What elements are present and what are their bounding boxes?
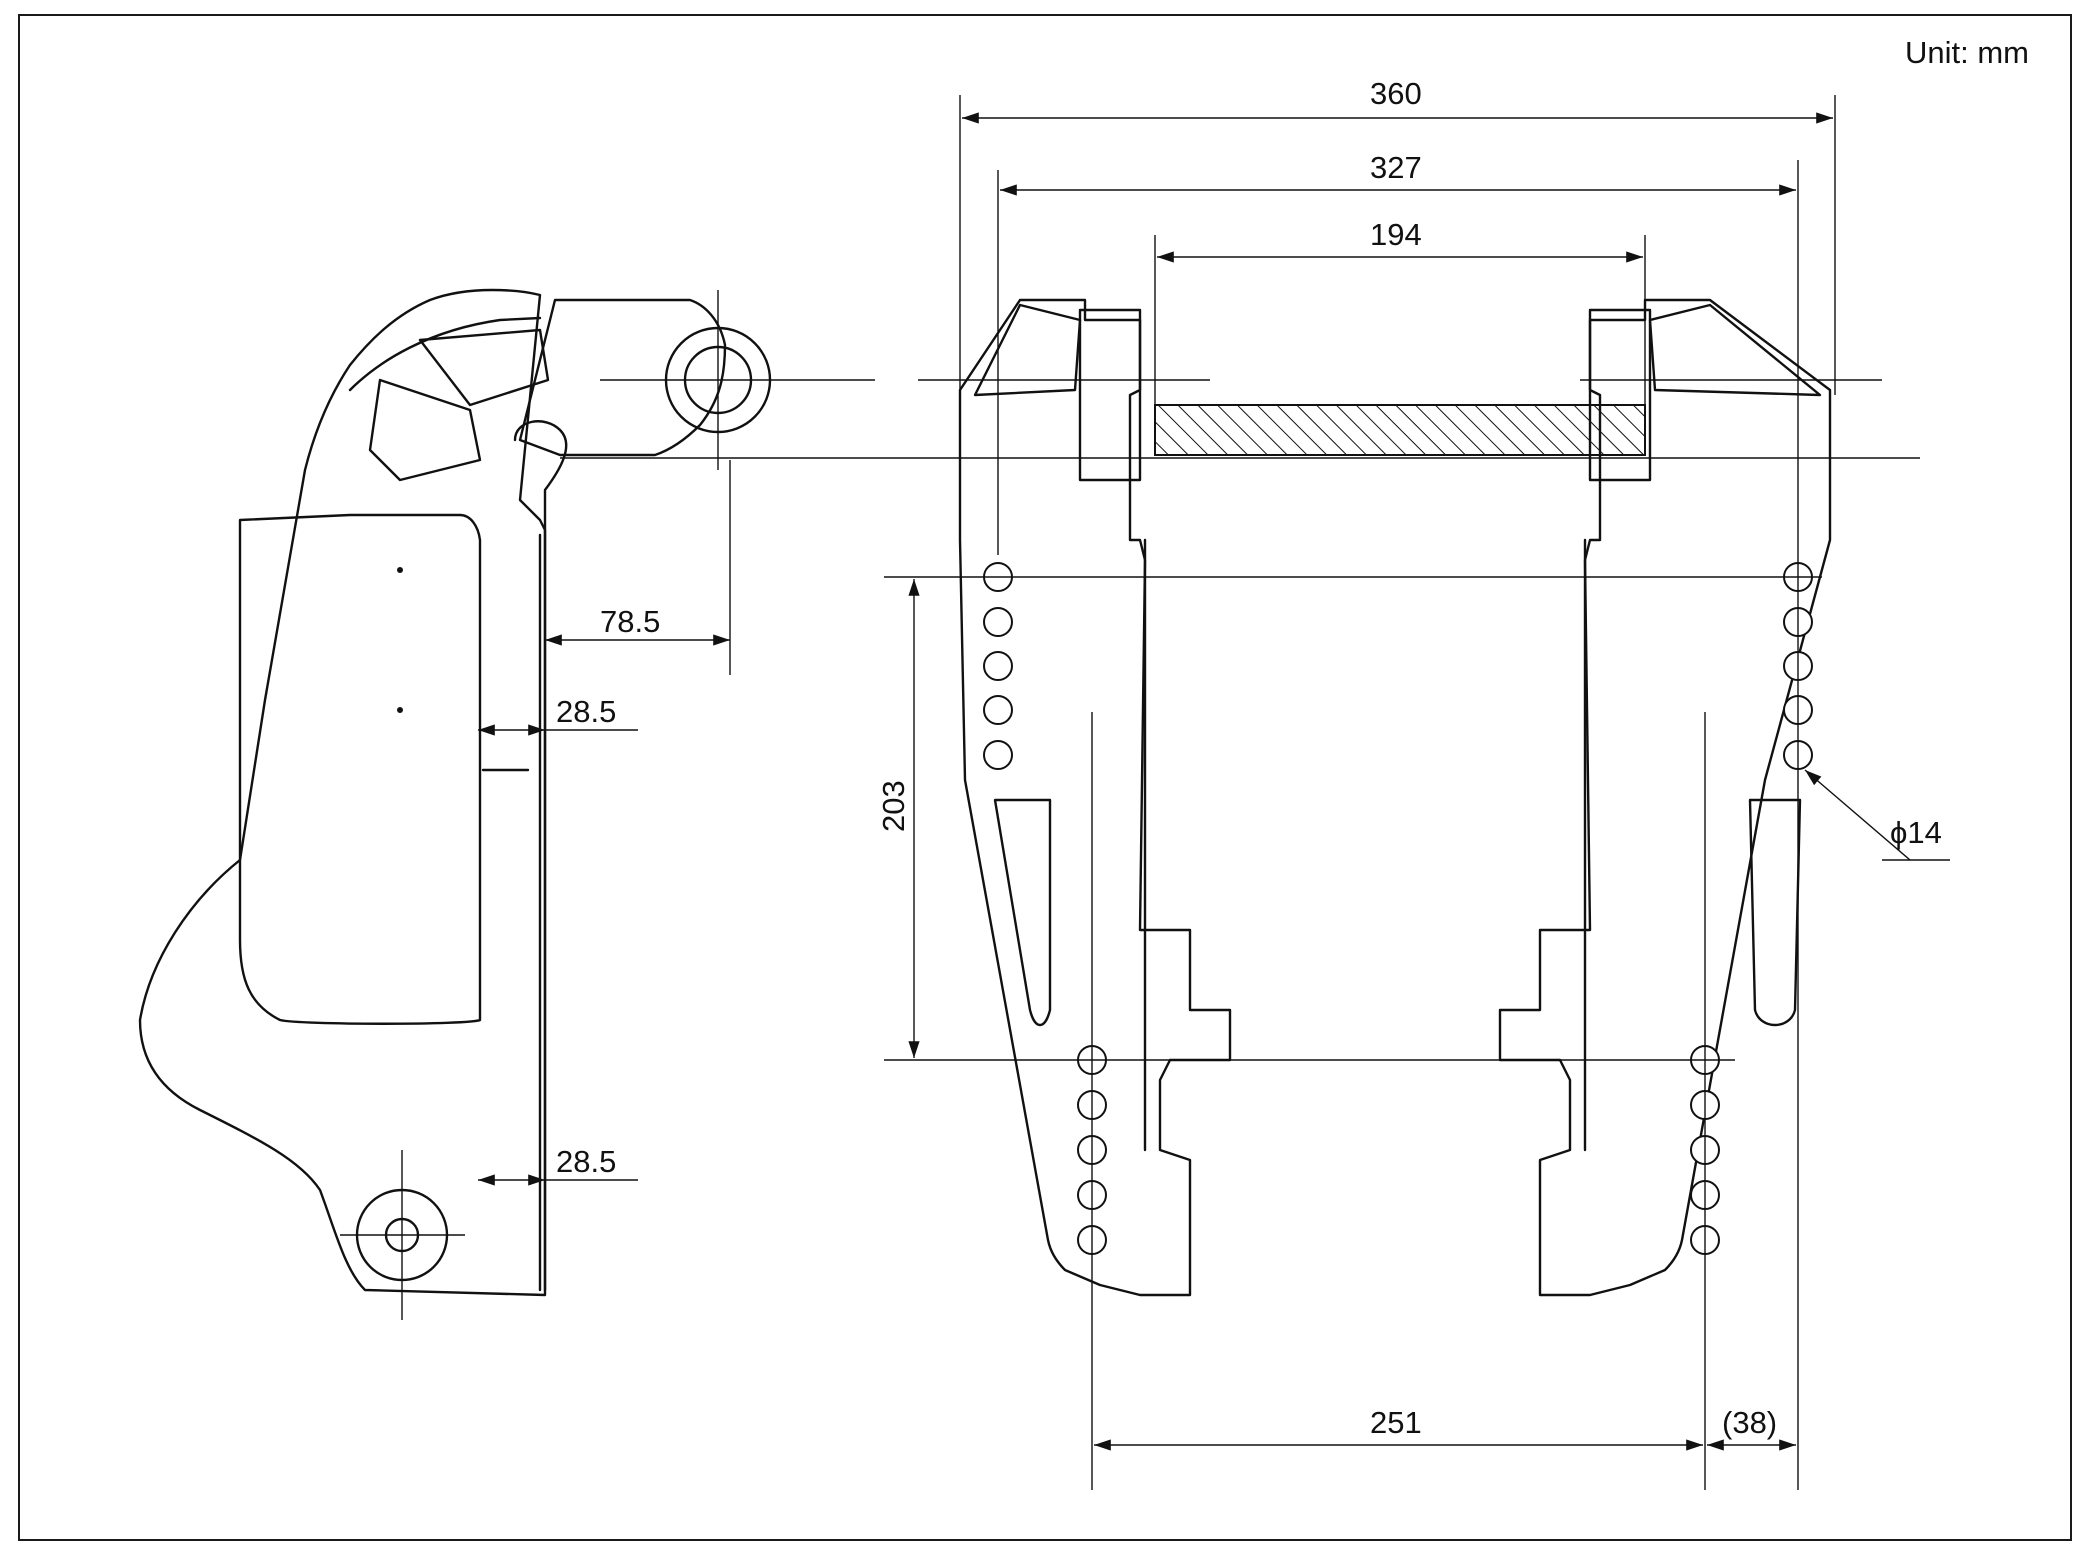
bolt-hole-icon bbox=[983, 740, 1013, 770]
hatched-shaft bbox=[1154, 404, 1646, 456]
left-hinge-block bbox=[1078, 308, 1142, 482]
drawing-frame bbox=[18, 14, 2072, 1541]
bolt-hole-icon bbox=[983, 607, 1013, 637]
dim-phi14-leader bbox=[1804, 769, 1911, 861]
dim-194-label: 194 bbox=[1370, 217, 1422, 252]
side-hinge-arm bbox=[518, 298, 727, 457]
left-slot bbox=[993, 798, 1052, 1027]
left-bracket-gusset bbox=[973, 303, 1082, 397]
right-bracket-gusset bbox=[1648, 303, 1822, 397]
dim-38-label: (38) bbox=[1722, 1405, 1777, 1440]
side-upper-pocket bbox=[418, 328, 550, 407]
dim-360-label: 360 bbox=[1370, 76, 1422, 111]
front-view: 360 327 194 203 ϕ14 251 (38) bbox=[876, 76, 1950, 1490]
dim-78-5-label: 78.5 bbox=[600, 604, 660, 639]
dim-phi14-label: ϕ14 bbox=[1890, 815, 1942, 850]
dim-251-label: 251 bbox=[1370, 1405, 1422, 1440]
right-slot bbox=[1748, 798, 1802, 1027]
side-triangle-pocket bbox=[368, 378, 482, 482]
side-inner-panel bbox=[238, 513, 482, 1025]
unit-label: Unit: mm bbox=[1905, 35, 2029, 70]
side-view: 78.5 28.5 28.5 bbox=[138, 288, 1920, 1320]
dim-327-label: 327 bbox=[1370, 150, 1422, 185]
side-rib-top bbox=[348, 316, 542, 392]
right-bracket-outline bbox=[1498, 298, 1832, 1297]
bolt-hole-icon bbox=[983, 695, 1013, 725]
dim-28-5-lower-label: 28.5 bbox=[556, 1144, 616, 1179]
side-body-outline bbox=[138, 288, 547, 1297]
side-mark-2 bbox=[397, 707, 403, 713]
side-mark-1 bbox=[397, 567, 403, 573]
dim-28-5-upper-label: 28.5 bbox=[556, 694, 616, 729]
bolt-hole-icon bbox=[983, 651, 1013, 681]
upper-left-holes bbox=[983, 562, 1013, 770]
left-bracket-outline bbox=[958, 298, 1232, 1297]
right-hinge-block bbox=[1588, 308, 1652, 482]
dim-203-label: 203 bbox=[876, 780, 911, 832]
